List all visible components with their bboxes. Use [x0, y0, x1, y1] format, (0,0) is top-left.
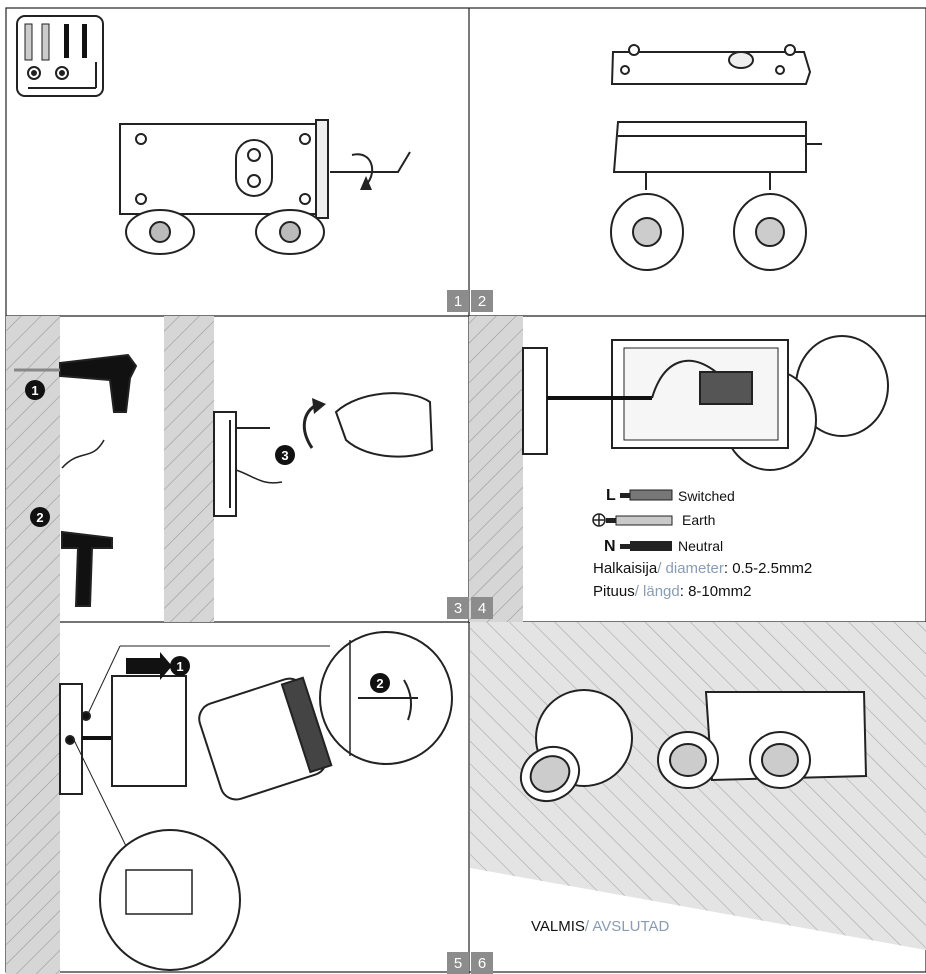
panel-6-illustration — [470, 622, 926, 950]
step-number-3: 3 — [447, 597, 469, 619]
marker-3-circle — [275, 445, 295, 465]
wiring-legend — [592, 489, 673, 551]
done-fi: VALMIS — [531, 918, 585, 935]
diameter-spec: Halkaisija/ diameter: 0.5-2.5mm2 — [593, 560, 812, 577]
done-label: VALMIS/ AVSLUTAD — [531, 918, 669, 935]
panel-4-illustration — [469, 316, 889, 622]
panel-3-illustration — [6, 316, 434, 622]
step-markers — [25, 380, 390, 693]
panel-2-illustration — [610, 44, 822, 271]
done-sv: / AVSLUTAD — [584, 918, 670, 935]
wire-neutral-label: Neutral — [678, 538, 724, 554]
step-number-4: 4 — [471, 597, 493, 619]
step-number-5: 5 — [447, 952, 469, 974]
length-sv: / längd — [634, 583, 680, 600]
diameter-fi: Halkaisija — [593, 560, 658, 577]
wire-earth-label: Earth — [682, 512, 716, 528]
marker-1-label: 1 — [31, 383, 38, 398]
step-number-1: 1 — [447, 290, 469, 312]
diameter-value: : 0.5-2.5mm2 — [723, 560, 813, 577]
length-fi: Pituus — [593, 583, 635, 600]
wire-n-letter: N — [604, 538, 616, 555]
length-value: : 8-10mm2 — [679, 583, 752, 600]
panel-1-illustration — [16, 15, 411, 255]
panel-5-illustration — [6, 622, 453, 974]
wire-l-letter: L — [606, 487, 616, 504]
diameter-sv: / diameter — [657, 560, 724, 577]
hardware-kit-icon — [16, 15, 104, 97]
step-number-6: 6 — [471, 952, 493, 974]
marker-1-circle — [25, 380, 45, 400]
marker-2b-label: 2 — [376, 676, 383, 691]
marker-1b-label: 1 — [176, 659, 183, 674]
marker-2b-circle — [370, 673, 390, 693]
step-number-2: 2 — [471, 290, 493, 312]
wire-switched-label: Switched — [678, 488, 735, 504]
marker-3-label: 3 — [281, 448, 288, 463]
length-spec: Pituus/ längd: 8-10mm2 — [593, 583, 751, 600]
marker-1b-circle — [170, 656, 190, 676]
marker-2-circle — [30, 507, 50, 527]
marker-2-label: 2 — [36, 510, 43, 525]
